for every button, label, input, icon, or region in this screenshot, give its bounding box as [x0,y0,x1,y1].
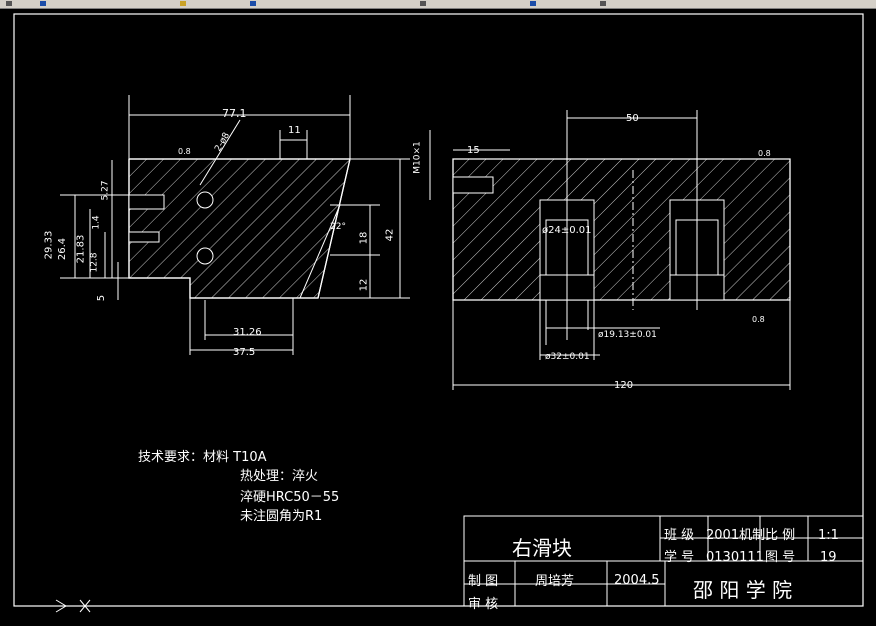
dim-11: 11 [288,125,301,136]
cad-toolbar-strip[interactable] [0,0,876,9]
toolbar-icon[interactable] [250,1,256,6]
dim-h12: 12 [358,278,370,292]
toolbar-icon[interactable] [420,1,426,6]
dim-v14: 1.4 [91,215,102,230]
part-name: 右滑块 [512,536,572,560]
scale-value: 1:1 [818,528,839,543]
dim-phi32: ø32±0.01 [545,352,590,362]
drawn-by-value: 周培芳 [535,574,575,589]
dim-v21: 21.83 [75,234,87,264]
dim-phi19: ø19.13±0.01 [598,330,657,340]
drawing-no-label: 图 号 [765,550,796,565]
dim-50: 50 [626,113,639,124]
roughness-label: 0.8 [758,149,771,158]
dim-phi24: ø24±0.01 [542,225,592,236]
dim-v26: 26.4 [57,237,69,261]
student-id-value: 0130111 [706,550,764,565]
tech-req-line2: 热处理：淬火 [240,469,319,484]
dim-h5: 5 [96,294,108,302]
school-name: 邵 阳 学 院 [693,578,793,602]
left-section-hatch [128,158,351,299]
class-value: 2001机制 [706,528,766,543]
dim-w37: 37.5 [233,347,256,358]
dim-15: 15 [467,145,480,156]
dim-v27: 5.27 [100,180,111,201]
toolbar-icon[interactable] [530,1,536,6]
drawing-canvas[interactable]: 77.1 11 2-ø8 0.8 22° 42 18 12 31.26 37.5… [0,8,876,622]
dim-v12: 12.8 [89,252,100,273]
roughness-label: 0.8 [752,315,765,324]
dim-h18: 18 [358,231,370,245]
class-label: 班 级 [664,528,695,543]
dim-angle: 22° [330,222,346,232]
dim-m10: M10×1 [412,141,423,174]
dim-w31: 31.26 [233,327,262,338]
student-id-label: 学 号 [664,550,695,565]
roughness-label: 0.8 [178,147,191,156]
dim-v29: 29.33 [43,230,55,260]
checked-label: 审 核 [468,597,499,612]
drawing-no-value: 19 [820,550,837,565]
toolbar-icon[interactable] [180,1,186,6]
date-value: 2004.5 [614,573,660,588]
scale-label: 比 例 [765,528,796,543]
tech-req-line1: 技术要求：材料 T10A [138,450,267,465]
title-block [463,515,864,607]
tech-req-line3: 淬硬HRC50－55 [240,490,340,505]
toolbar-icon[interactable] [40,1,46,6]
toolbar-icon[interactable] [6,1,12,6]
tech-req-line4: 未注圆角为R1 [240,509,323,524]
left-view [60,95,410,355]
cad-drawing [13,13,864,613]
dim-width-top: 77.1 [222,107,247,120]
hole-circle [196,191,214,209]
hole-circle [196,247,214,265]
toolbar-icon[interactable] [600,1,606,6]
drawn-by-label: 制 图 [468,574,499,589]
dim-h42: 42 [384,228,396,242]
right-section-hatch [452,158,791,301]
dim-120: 120 [614,380,634,391]
right-view [429,110,791,390]
ucs-icon [20,599,91,613]
drawing-border [13,13,864,607]
